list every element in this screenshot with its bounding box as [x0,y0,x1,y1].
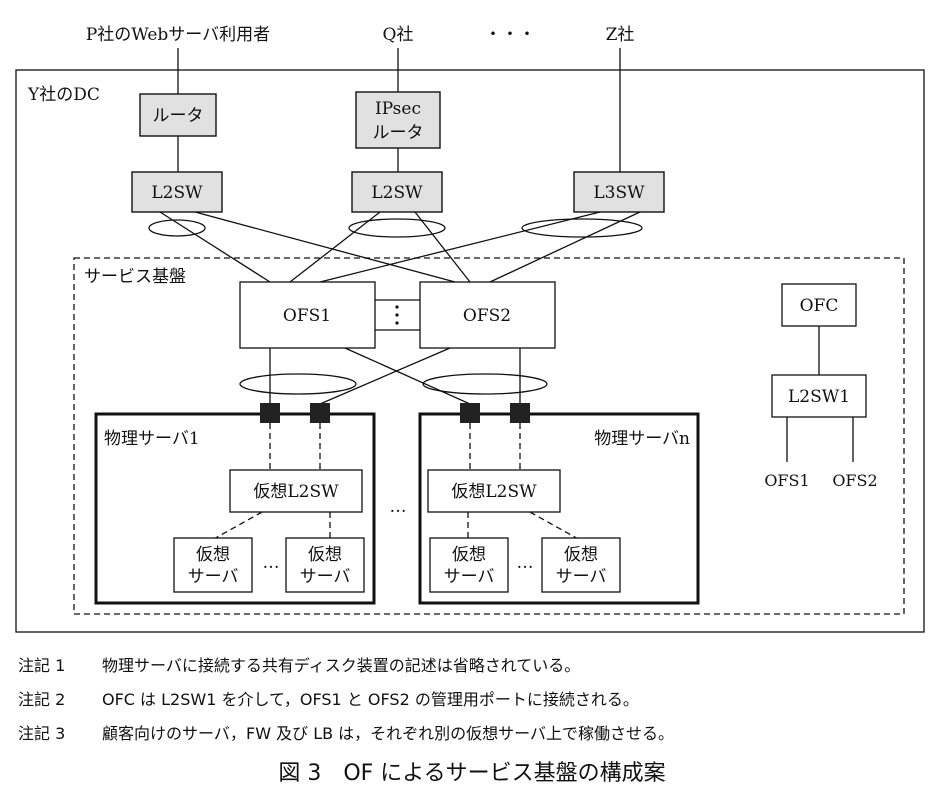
l3sw-label: L3SW [593,183,645,203]
virtual-server-label-1: 仮想 [196,545,230,565]
ofc-label: OFC [800,296,839,316]
ellipsis: … [517,553,534,573]
note-2: 注記 2 OFC は L2SW1 を介して，OFS1 と OFS2 の管理用ポート… [18,686,639,710]
dc-frame [15,69,925,633]
lag-ellipse [148,219,206,237]
ofs2-box [419,281,556,349]
note-3: 注記 3 顧客向けのサーバ，FW 及び LB は，それぞれ別の仮想サーバ上で稼働さ… [18,720,674,744]
note-3-tag: 注記 3 [18,724,66,743]
port-square [460,403,480,423]
physical-server-n-label: 物理サーバn [594,429,690,449]
virtual-server [173,537,253,593]
l3sw-box [573,171,665,213]
l2sw-left-box [131,171,223,213]
figure-caption: 図 3 OF によるサービス基盤の構成案 [278,761,666,786]
note-2-text: OFC は L2SW1 を介して，OFS1 と OFS2 の管理用ポートに接続さ… [102,690,639,709]
port-square [510,403,530,423]
lag-ellipse [422,373,548,395]
virtual-server-label-1: 仮想 [308,545,342,565]
virtual-server [429,537,509,593]
ellipsis: … [263,553,280,573]
network-diagram: P社のWebサーバ利用者 Q社 ・・・ Z社 Y社のDC ルータ IPsec ル… [15,25,925,633]
virtual-server-label-2: サーバ [188,567,239,587]
mgmt-ofs2-label: OFS2 [832,471,877,490]
virtual-server-label-2: サーバ [300,567,351,587]
note-1: 注記 1 物理サーバに接続する共有ディスク装置の記述は省略されている。 [18,652,580,676]
port-square [310,403,330,423]
virtual-l2sw-1 [229,469,363,513]
virtual-server-label-1: 仮想 [564,545,598,565]
ipsec-label-2: ルータ [373,123,424,143]
label-q: Q社 [383,25,414,45]
mgmt-ofs1-label: OFS1 [764,471,809,490]
lag-ellipse [521,218,643,238]
virtual-server-label-1: 仮想 [452,545,486,565]
ellipsis: … [390,497,407,517]
physical-server-1-label: 物理サーバ1 [104,429,200,449]
virtual-server [285,537,365,593]
interconnect-dot [395,305,399,309]
note-2-tag: 注記 2 [18,690,66,709]
physical-server-n [418,412,700,605]
dc-label: Y社のDC [27,85,100,105]
virtual-server-label-2: サーバ [444,567,495,587]
virtual-l2sw-1-label: 仮想L2SW [253,482,339,502]
l2sw-center-label: L2SW [371,183,423,203]
service-frame [73,257,905,615]
virtual-l2sw-n [427,469,561,513]
l2sw1-box [771,374,867,418]
note-3-text: 顧客向けのサーバ，FW 及び LB は，それぞれ別の仮想サーバ上で稼働させる。 [102,724,675,743]
l2sw-center-box [351,171,443,213]
ofs1-label: OFS1 [283,306,331,326]
lag-ellipse [239,373,357,395]
router-label: ルータ [153,106,204,126]
ipsec-label-1: IPsec [375,99,421,119]
ipsec-router-box [355,91,441,149]
service-label: サービス基盤 [84,267,186,287]
interconnect-dot [395,313,399,317]
l2sw1-label: L2SW1 [788,387,850,407]
l2sw-left-label: L2SW [151,183,203,203]
label-p-users: P社のWebサーバ利用者 [86,25,270,45]
note-1-tag: 注記 1 [18,656,66,675]
note-1-text: 物理サーバに接続する共有ディスク装置の記述は省略されている。 [102,656,581,675]
router-box [139,93,217,137]
ofs1-box [239,281,376,349]
port-square [260,403,280,423]
label-z: Z社 [606,25,635,45]
ofs2-label: OFS2 [463,306,511,326]
interconnect-dot [395,321,399,325]
virtual-server-label-2: サーバ [556,567,607,587]
virtual-l2sw-n-label: 仮想L2SW [451,482,537,502]
lag-ellipse [348,218,446,238]
label-dots: ・・・ [485,25,536,45]
virtual-server [541,537,621,593]
ofc-box [781,283,857,327]
physical-server-1 [94,412,376,605]
